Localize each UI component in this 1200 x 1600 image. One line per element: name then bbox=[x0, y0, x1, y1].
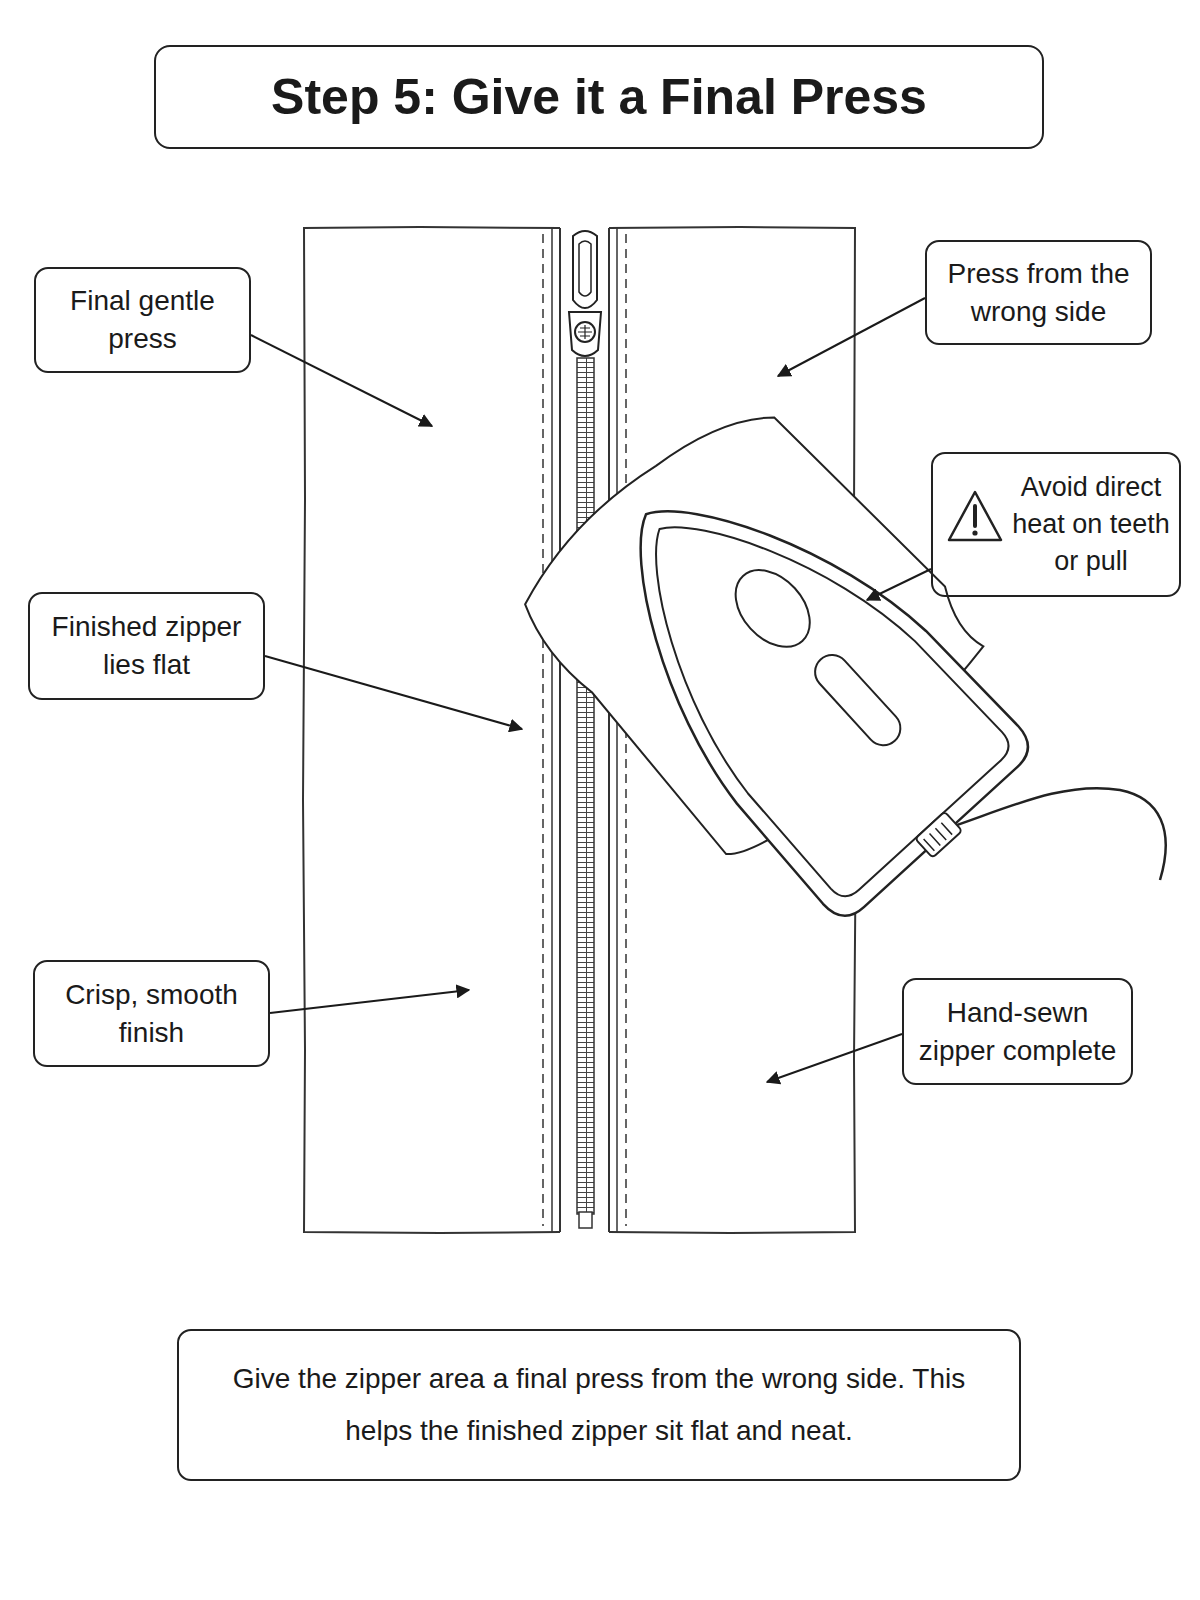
leader-arrow bbox=[867, 569, 931, 600]
zipper-teeth bbox=[577, 358, 594, 1214]
warning-symbol bbox=[949, 492, 1001, 540]
callout-box: Finished zipper lies flat bbox=[28, 592, 265, 700]
callout-box: Crisp, smooth finish bbox=[33, 960, 270, 1067]
title-box: Step 5: Give it a Final Press bbox=[154, 45, 1044, 149]
warning-dot bbox=[972, 530, 977, 535]
zipper-pull-hole bbox=[579, 241, 591, 296]
callout-text: Avoid direct heat on teeth or pull bbox=[1009, 469, 1173, 581]
cord-strain-relief bbox=[915, 812, 962, 858]
leader-arrow bbox=[270, 990, 469, 1013]
title-text: Step 5: Give it a Final Press bbox=[271, 68, 927, 126]
callout-text: Press from the wrong side bbox=[939, 255, 1138, 331]
leader-arrow bbox=[265, 656, 522, 729]
bottom-stop bbox=[579, 1212, 592, 1228]
leader-arrow bbox=[251, 335, 432, 426]
tape-fold bbox=[551, 228, 553, 1232]
callout-box: Avoid direct heat on teeth or pull bbox=[931, 452, 1181, 597]
warning-mark bbox=[973, 506, 977, 526]
tape-fold bbox=[616, 228, 618, 1232]
callout-box: Final gentle press bbox=[34, 267, 251, 373]
stitch-line bbox=[542, 234, 544, 1226]
caption-text: Give the zipper area a final press from … bbox=[219, 1353, 979, 1457]
iron-group bbox=[497, 372, 1075, 959]
callout-text: Crisp, smooth finish bbox=[47, 976, 256, 1052]
leader-arrow bbox=[767, 1034, 902, 1082]
callout-box: Press from the wrong side bbox=[925, 240, 1152, 345]
slider-emblem bbox=[575, 322, 595, 342]
callout-text: Finished zipper lies flat bbox=[42, 608, 251, 684]
iron-handle-button bbox=[808, 648, 907, 752]
callout-text: Hand-sewn zipper complete bbox=[916, 994, 1119, 1070]
iron-dial bbox=[721, 556, 825, 661]
tape-edge bbox=[608, 228, 610, 1232]
callout-box: Hand-sewn zipper complete bbox=[902, 978, 1133, 1085]
iron-body bbox=[574, 451, 1016, 904]
zipper-slider bbox=[569, 312, 601, 356]
zipper-pull bbox=[573, 231, 597, 308]
leader-arrow bbox=[778, 298, 925, 376]
callout-text: Final gentle press bbox=[48, 282, 237, 358]
tape-edge bbox=[559, 228, 561, 1232]
strain-relief-ribs bbox=[924, 823, 953, 851]
iron-soleplate bbox=[549, 425, 1039, 926]
fabric-left bbox=[303, 227, 560, 1233]
slider-emblem-mark bbox=[578, 325, 592, 339]
caption-box: Give the zipper area a final press from … bbox=[177, 1329, 1021, 1481]
